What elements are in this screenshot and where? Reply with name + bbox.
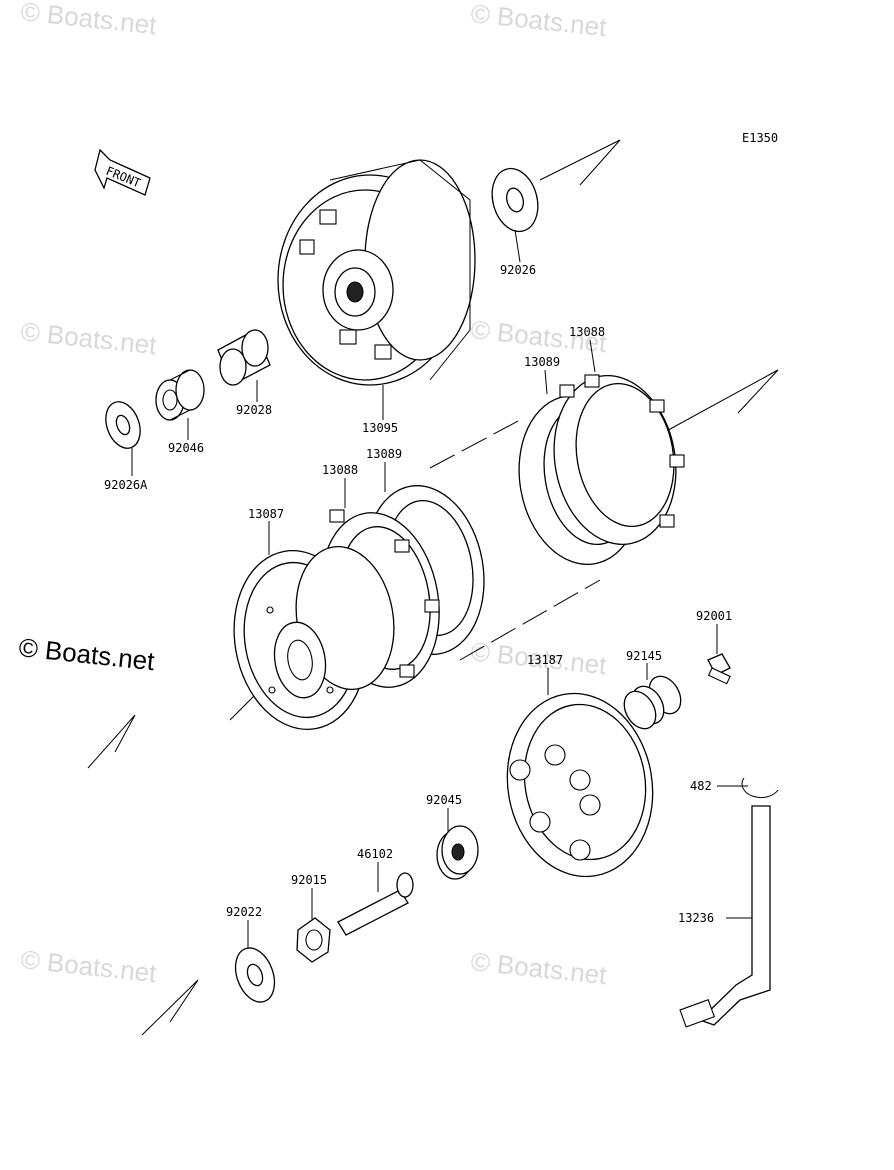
part-label: 46102 xyxy=(357,847,393,861)
washer-92022 xyxy=(234,947,276,1003)
clutch-housing-13095 xyxy=(277,159,476,386)
part-label: 92045 xyxy=(426,793,462,807)
watermark: © Boats.net xyxy=(469,946,608,990)
shaft-46102 xyxy=(337,872,414,936)
part-label: 13095 xyxy=(362,421,398,435)
part-label: 92015 xyxy=(291,873,327,887)
part-label: 13089 xyxy=(366,447,402,461)
part-label: 92046 xyxy=(168,441,204,455)
part-label: 482 xyxy=(690,779,712,793)
part-label: 92001 xyxy=(696,609,732,623)
pressure-plate-13187 xyxy=(506,692,654,878)
watermark-main: © Boats.net xyxy=(17,632,156,676)
nut-92015 xyxy=(296,917,331,963)
part-label: 13087 xyxy=(248,507,284,521)
part-label: 13236 xyxy=(678,911,714,925)
collar-92028 xyxy=(217,329,271,386)
plate-pack-top xyxy=(518,374,685,566)
leader-lines xyxy=(131,229,752,948)
watermarks: © Boats.net © Boats.net © Boats.net © Bo… xyxy=(17,0,608,990)
diagram-code: E1350 xyxy=(742,131,778,145)
part-label: 13187 xyxy=(527,653,563,667)
part-label: 92022 xyxy=(226,905,262,919)
spring-92145 xyxy=(623,675,682,730)
part-label: 92026A xyxy=(104,478,148,492)
part-label: 13089 xyxy=(524,355,560,369)
watermark: © Boats.net xyxy=(19,0,158,40)
needle-bearing-92046 xyxy=(155,369,205,421)
washer-92026 xyxy=(491,167,539,233)
watermark: © Boats.net xyxy=(19,316,158,360)
part-label: 13088 xyxy=(322,463,358,477)
watermark: © Boats.net xyxy=(469,0,608,42)
part-labels: 92026 13095 92028 92046 92026A 13088 130… xyxy=(104,263,732,925)
part-label: 92028 xyxy=(236,403,272,417)
circlip-482 xyxy=(741,777,779,799)
part-label: 92026 xyxy=(500,263,536,277)
lever-13236 xyxy=(679,805,771,1028)
washer-92026A xyxy=(105,401,141,449)
part-label: 13088 xyxy=(569,325,605,339)
clutch-hub-13087 xyxy=(233,545,395,730)
bearing-92045 xyxy=(436,825,479,880)
front-arrow-icon: FRONT xyxy=(94,148,151,196)
watermark: © Boats.net xyxy=(19,944,158,988)
bolt-92001 xyxy=(707,653,731,685)
part-label: 92145 xyxy=(626,649,662,663)
